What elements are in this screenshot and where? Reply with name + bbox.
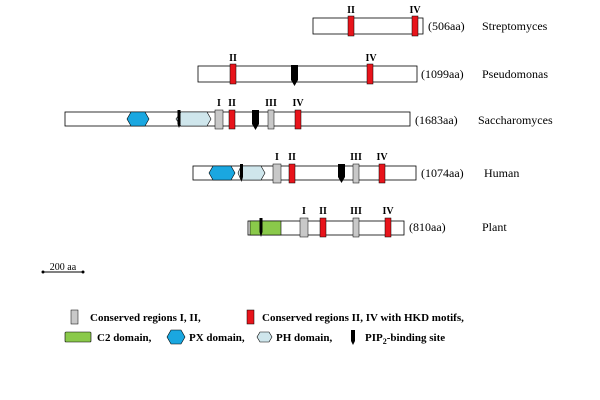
px-domain xyxy=(126,111,150,127)
region-label-iv: IV xyxy=(292,98,304,109)
region-label-i: I xyxy=(275,152,279,163)
pip2-binding-site xyxy=(291,65,298,86)
organism-name: Saccharomyces xyxy=(478,113,553,127)
organism-name: Pseudomonas xyxy=(482,67,548,81)
conserved-region-iii xyxy=(352,217,360,238)
ph-domain xyxy=(237,165,266,181)
protein-human: I II III IV (1074aa) Human xyxy=(192,152,519,184)
ph-domain xyxy=(175,111,212,127)
protein-bar xyxy=(312,17,424,35)
legend: Conserved regions I, II, Conserved regio… xyxy=(64,309,464,346)
protein-length: (506aa) xyxy=(428,19,465,33)
legend-px-swatch xyxy=(166,329,186,345)
protein-pseudomonas: II IV (1099aa) Pseudomonas xyxy=(197,53,548,86)
conserved-region-iv xyxy=(378,163,386,184)
protein-length: (1099aa) xyxy=(421,67,464,81)
legend-conserved-red-swatch xyxy=(246,309,255,325)
region-label-iii: III xyxy=(350,206,362,217)
conserved-region-ii xyxy=(229,63,237,85)
organism-name: Plant xyxy=(482,220,507,234)
region-label-iv: IV xyxy=(365,53,377,64)
conserved-region-ii xyxy=(347,15,355,37)
region-label-ii: II xyxy=(228,98,236,109)
region-label-iii: III xyxy=(350,152,362,163)
region-label-iv: IV xyxy=(409,5,421,16)
region-label-ii: II xyxy=(288,152,296,163)
region-label-ii: II xyxy=(347,5,355,16)
conserved-region-i xyxy=(272,163,282,184)
protein-streptomyces: II IV (506aa) Streptomyces xyxy=(312,5,548,37)
conserved-region-i xyxy=(214,109,224,130)
region-label-i: I xyxy=(217,98,221,109)
region-label-ii: II xyxy=(319,206,327,217)
protein-length: (1074aa) xyxy=(421,166,464,180)
scale-bar: 200 aa xyxy=(41,262,85,274)
conserved-region-iii xyxy=(352,163,360,184)
legend-c2: C2 domain, xyxy=(97,332,152,344)
conserved-region-ii xyxy=(228,109,236,130)
conserved-region-iii xyxy=(267,109,275,130)
conserved-region-ii xyxy=(288,163,296,184)
pip2-binding-site xyxy=(177,110,181,128)
conserved-region-ii xyxy=(319,217,327,238)
conserved-region-iv xyxy=(294,109,302,130)
legend-pip2-suffix: -binding site xyxy=(387,332,445,344)
scale-bar-label: 200 aa xyxy=(50,262,77,273)
organism-name: Streptomyces xyxy=(482,19,548,33)
scale-bar-end xyxy=(81,270,85,274)
protein-saccharomyces: I II III IV (1683aa) Saccharomyces xyxy=(64,98,553,130)
pip2-binding-site xyxy=(338,164,345,183)
region-label-iv: IV xyxy=(376,152,388,163)
conserved-region-i xyxy=(299,217,309,238)
legend-conserved-2-4: Conserved regions II, IV with HKD motifs… xyxy=(262,312,464,324)
pip2-binding-site xyxy=(240,164,243,182)
legend-ph-swatch xyxy=(256,331,273,343)
pip2-binding-site xyxy=(259,218,263,237)
legend-pip2-sub: 2 xyxy=(383,337,387,346)
conserved-region-iv xyxy=(384,217,392,238)
c2-domain xyxy=(249,220,282,236)
legend-c2-swatch xyxy=(64,331,92,343)
conserved-region-iv xyxy=(411,15,419,37)
region-label-ii: II xyxy=(229,53,237,64)
region-label-iv: IV xyxy=(382,206,394,217)
protein-length: (810aa) xyxy=(409,220,446,234)
protein-length: (1683aa) xyxy=(415,113,458,127)
legend-conserved-1-2: Conserved regions I, II, xyxy=(90,312,201,324)
scale-bar-end xyxy=(41,270,45,274)
conserved-region-iv xyxy=(366,63,374,85)
protein-bar xyxy=(64,111,411,127)
pip2-binding-site xyxy=(252,110,259,130)
px-domain xyxy=(208,165,236,181)
protein-bar xyxy=(197,65,418,83)
legend-pip2: PIP2-binding site xyxy=(365,332,445,346)
legend-px: PX domain, xyxy=(189,332,245,344)
organism-name: Human xyxy=(484,166,519,180)
protein-plant: I II III IV (810aa) Plant xyxy=(247,206,507,238)
legend-pip2-prefix: PIP xyxy=(365,332,383,344)
legend-conserved-grey-swatch xyxy=(70,309,79,325)
legend-pip2-swatch xyxy=(351,330,355,345)
region-label-iii: III xyxy=(265,98,277,109)
legend-ph: PH domain, xyxy=(276,332,332,344)
region-label-i: I xyxy=(302,206,306,217)
